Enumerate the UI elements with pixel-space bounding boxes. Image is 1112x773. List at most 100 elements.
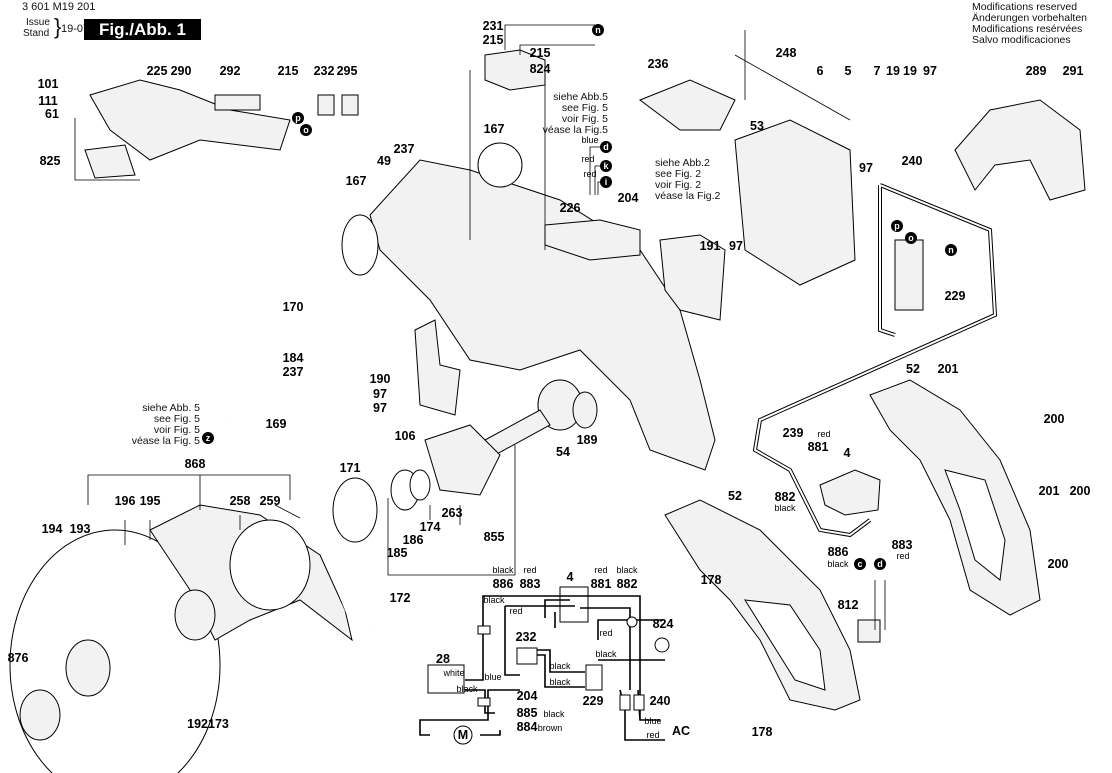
- part-label-295: 295: [337, 64, 358, 78]
- motor-symbol: M: [458, 728, 468, 742]
- wiring-label-28: 28: [436, 652, 450, 666]
- schematic-240b: [633, 694, 645, 711]
- wire-color-red: red: [896, 551, 909, 561]
- marker-c-circle: [854, 558, 866, 570]
- wire-color-red: red: [817, 429, 830, 439]
- part-label-53: 53: [750, 119, 764, 133]
- motor-cover: [89, 79, 291, 161]
- part-label-61: 61: [45, 107, 59, 121]
- note-line: see Fig. 2: [655, 168, 702, 180]
- part-label-258: 258: [230, 494, 251, 508]
- schematic-motor-28: [427, 664, 465, 694]
- marker-k: k: [603, 161, 609, 171]
- part-label-195: 195: [140, 494, 161, 508]
- part-label-190: 190: [370, 372, 391, 386]
- spindle-855: [484, 409, 551, 456]
- part-label-170: 170: [283, 300, 304, 314]
- part-label-167: 167: [484, 122, 505, 136]
- brace: }: [54, 14, 62, 39]
- wire-color-black: black: [616, 565, 638, 575]
- part-label-194: 194: [42, 522, 63, 536]
- part-label-101: 101: [38, 77, 59, 91]
- wire-color-blue: blue: [484, 672, 501, 682]
- part-label-232: 232: [314, 64, 335, 78]
- wiring-label-229: 229: [583, 694, 604, 708]
- schematic-232: [516, 647, 538, 665]
- part-label-4: 4: [844, 446, 851, 460]
- handle-grip-opening: [744, 599, 826, 691]
- part-label-225: 225: [147, 64, 168, 78]
- note-line: véase la Fig.2: [655, 190, 721, 202]
- part-label-169: 169: [266, 417, 287, 431]
- wire-color-blue: blue: [581, 135, 598, 145]
- marker-d: d: [877, 559, 883, 569]
- marker-n-circle: [592, 24, 604, 36]
- marker-z-circle: [202, 432, 214, 444]
- see-fig5-note-left: siehe Abb. 5 see Fig. 5 voir Fig. 5 véas…: [120, 403, 200, 447]
- part-label-200: 200: [1048, 557, 1069, 571]
- note-line: see Fig. 5: [153, 413, 200, 425]
- part-label-215: 215: [483, 33, 504, 47]
- part-label-231: 231: [483, 19, 504, 33]
- part-label-824: 824: [530, 62, 551, 76]
- wiring-label-885: 885: [517, 706, 538, 720]
- wire-color-red: red: [594, 565, 607, 575]
- part-label-237: 237: [283, 365, 304, 379]
- wire-color-black: black: [774, 503, 796, 513]
- part-label-167: 167: [346, 174, 367, 188]
- wire-color-black: black: [492, 565, 514, 575]
- wire-color-red: red: [599, 628, 612, 638]
- schematic-motor-m: [453, 725, 473, 745]
- wires-204: [589, 146, 600, 195]
- wiring-label-4: 4: [567, 570, 574, 584]
- connector-812: [857, 619, 881, 643]
- wiring-label-232: 232: [516, 630, 537, 644]
- marker-c: c: [857, 559, 862, 569]
- marker-o-circle: [300, 124, 312, 136]
- wires-824: [504, 24, 595, 55]
- schematic-229: [585, 664, 603, 691]
- note-line: véase la Fig.5: [542, 124, 608, 136]
- note-line: siehe Abb.5: [553, 91, 608, 103]
- part-label-186: 186: [403, 533, 424, 547]
- part-label-97: 97: [729, 239, 743, 253]
- note-line: siehe Abb.2: [655, 157, 710, 169]
- marker-p-circle: [891, 220, 903, 232]
- part-label-236: 236: [648, 57, 669, 71]
- marker-d: d: [603, 142, 609, 152]
- part-label-886: 886: [828, 545, 849, 559]
- part-label-876: 876: [8, 651, 29, 665]
- part-label-178: 178: [752, 725, 773, 739]
- saw-blade: [9, 529, 221, 773]
- marker-i: i: [605, 177, 608, 187]
- schematic-lamp-824: [654, 637, 670, 653]
- schematic-connector: [477, 697, 491, 707]
- note-line: Salvo modificaciones: [972, 34, 1071, 46]
- part-label-7: 7: [874, 64, 881, 78]
- part-label-185: 185: [387, 546, 408, 560]
- cable-harness-inner: [753, 184, 997, 537]
- washer-167: [477, 142, 523, 188]
- marker-n: n: [948, 245, 954, 255]
- part-label-97: 97: [373, 387, 387, 401]
- guard-lever-inner: [224, 419, 376, 631]
- part-label-289: 289: [1026, 64, 1047, 78]
- part-295: [341, 94, 359, 116]
- main-housing: [369, 159, 716, 471]
- wire-color-red: red: [646, 730, 659, 740]
- issue-label: Issue: [26, 17, 50, 28]
- marker-d-circle: [600, 141, 612, 153]
- part-label-171: 171: [340, 461, 361, 475]
- part-label-54: 54: [556, 445, 570, 459]
- part-label-215: 215: [278, 64, 299, 78]
- part-label-52: 52: [906, 362, 920, 376]
- wiring-label-824: 824: [653, 617, 674, 631]
- part-label-189: 189: [577, 433, 598, 447]
- marker-o-circle: [905, 232, 917, 244]
- wire-color-black: black: [827, 559, 849, 569]
- part-label-201: 201: [1039, 484, 1060, 498]
- part-label-883: 883: [892, 538, 913, 552]
